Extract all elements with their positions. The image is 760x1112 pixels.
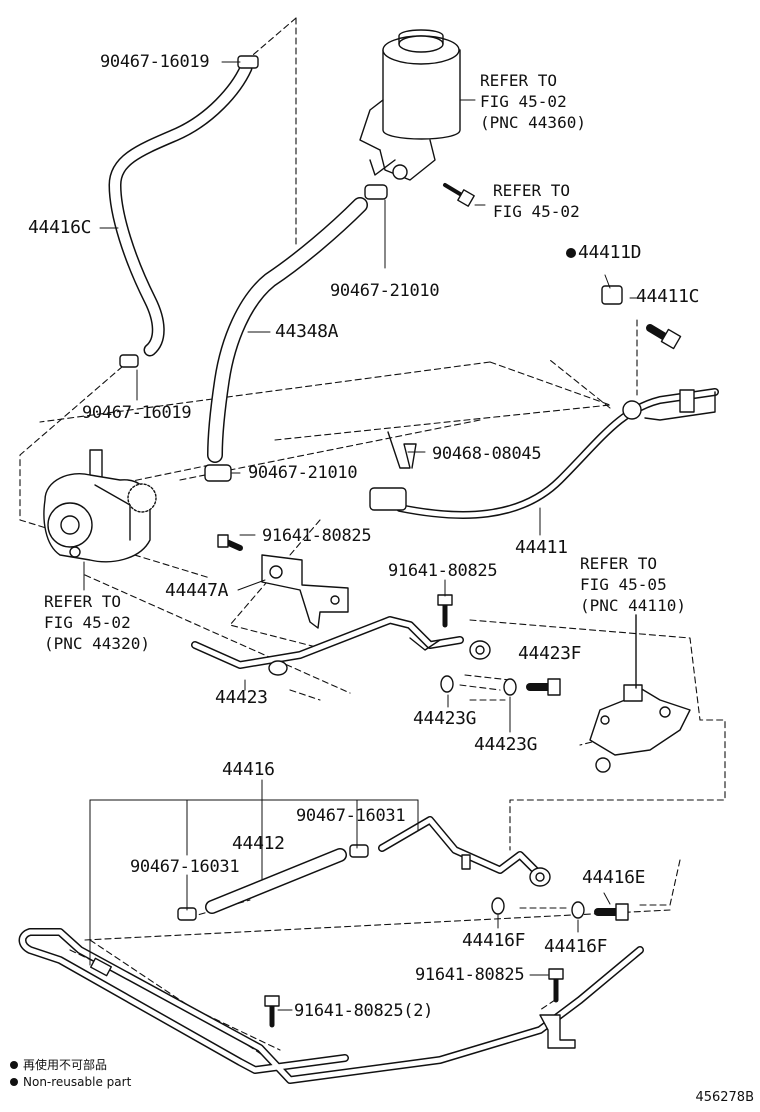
ref-gear: REFER TO FIG 45-05 (PNC 44110)	[580, 553, 686, 616]
non-reusable-bullet	[566, 248, 576, 258]
return-tube-44416-part	[18, 816, 644, 1084]
label-90467-16031-a: 90467-16031	[296, 806, 406, 826]
bracket-44447a-part	[261, 554, 349, 629]
ref-reservoir-line-1: REFER TO	[480, 71, 558, 90]
label-90467-21010-b: 90467-21010	[248, 463, 358, 483]
leader-lines	[83, 61, 646, 1011]
label-90467-21010-a: 90467-21010	[330, 281, 440, 301]
legend-bullet-icon	[10, 1061, 18, 1069]
ref-bolt-line-1: REFER TO	[493, 181, 571, 200]
legend-text-2: Non-reusable part	[23, 1075, 132, 1089]
legend: 再使用不可部品 Non-reusable part	[10, 1057, 131, 1091]
label-44416c: 44416C	[28, 217, 92, 238]
steering-gear-part	[589, 614, 691, 773]
label-44411d: 44411D	[578, 242, 642, 263]
ref-reservoir-line-3: (PNC 44360)	[480, 113, 586, 132]
ref-pump-line-1: REFER TO	[44, 592, 122, 611]
ref-gear-line-1: REFER TO	[580, 554, 658, 573]
label-44411c: 44411C	[636, 286, 700, 307]
pressure-tube-44411-part	[369, 285, 719, 519]
catalog-number: 456278B	[695, 1090, 754, 1105]
label-44416f-a: 44416F	[462, 930, 526, 951]
label-90467-16031-b: 90467-16031	[130, 857, 240, 877]
label-44447a: 44447A	[165, 580, 229, 601]
reservoir-bolt-part	[443, 183, 475, 207]
label-91641-80825-b: 91641-80825	[388, 561, 498, 581]
legend-text-1: 再使用不可部品	[23, 1058, 108, 1072]
ref-gear-line-2: FIG 45-05	[580, 575, 667, 594]
label-44348a: 44348A	[275, 321, 339, 342]
legend-line-2: Non-reusable part	[10, 1074, 131, 1091]
label-44416f-b: 44416F	[544, 936, 608, 957]
legend-line-1: 再使用不可部品	[10, 1057, 131, 1074]
ref-pump-line-2: FIG 45-02	[44, 613, 131, 632]
label-44423g-a: 44423G	[413, 708, 477, 729]
bracket-bolt-part	[217, 534, 243, 551]
ref-bolt: REFER TO FIG 45-02	[493, 180, 580, 222]
label-44416e: 44416E	[582, 867, 646, 888]
ref-pump-line-3: (PNC 44320)	[44, 634, 150, 653]
ref-gear-line-3: (PNC 44110)	[580, 596, 686, 615]
hose-44416c-part	[108, 55, 259, 368]
label-90467-16019-mid: 90467-16019	[82, 403, 192, 423]
reservoir-part	[359, 29, 461, 181]
label-44416: 44416	[222, 759, 275, 780]
label-91641-80825-c: 91641-80825	[415, 965, 525, 985]
label-44423f: 44423F	[518, 643, 582, 664]
hose-44348a-part	[204, 184, 388, 482]
ref-reservoir: REFER TO FIG 45-02 (PNC 44360)	[480, 70, 586, 133]
label-44411: 44411	[515, 537, 568, 558]
label-44412: 44412	[232, 833, 285, 854]
ref-bolt-line-2: FIG 45-02	[493, 202, 580, 221]
ref-pump: REFER TO FIG 45-02 (PNC 44320)	[44, 591, 150, 654]
label-91641-80825-2: 91641-80825(2)	[294, 1001, 434, 1021]
legend-bullet-icon	[10, 1078, 18, 1086]
pump-part	[43, 449, 157, 563]
label-44423g-b: 44423G	[474, 734, 538, 755]
ref-reservoir-line-2: FIG 45-02	[480, 92, 567, 111]
label-90467-16019-top: 90467-16019	[100, 52, 210, 72]
label-90468-08045: 90468-08045	[432, 444, 542, 464]
label-44423: 44423	[215, 687, 268, 708]
clip-90468-08045-part	[387, 431, 417, 469]
return-tube-44423-part	[191, 594, 561, 696]
label-91641-80825-a: 91641-80825	[262, 526, 372, 546]
